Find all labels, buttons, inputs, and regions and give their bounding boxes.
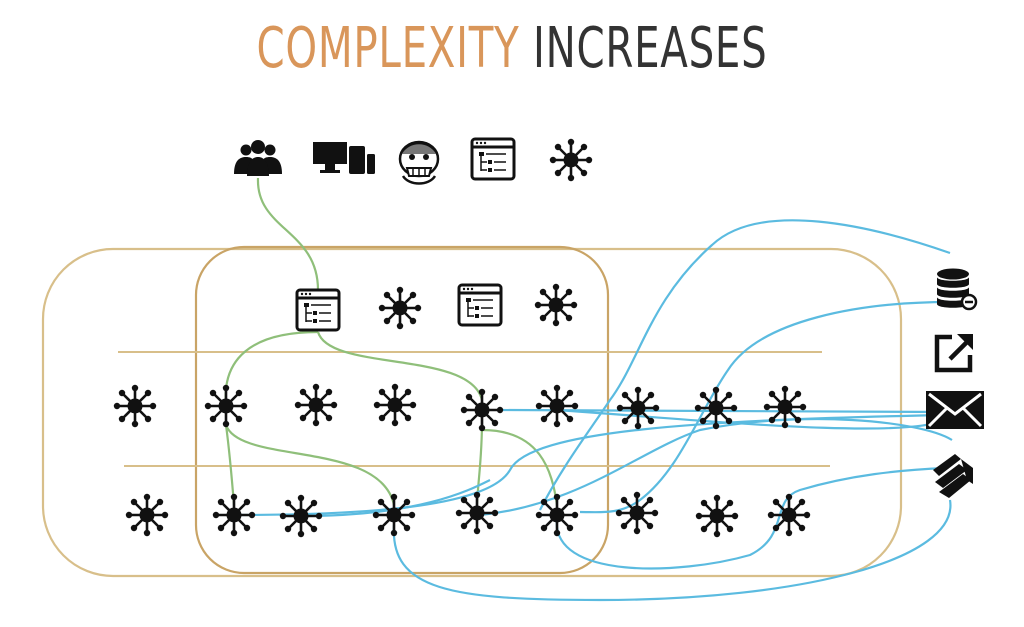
hub-icon: [766, 492, 812, 538]
hub-icon: [614, 490, 660, 536]
hub-icon: [762, 384, 808, 430]
hub-icon: [454, 490, 500, 536]
hub-icon: [124, 492, 170, 538]
app-window-icon: [457, 283, 503, 327]
hub-icon: [694, 493, 740, 539]
page-title: COMPLEXITY INCREASES: [143, 14, 880, 84]
hub-icon: [533, 282, 579, 328]
title-word-increases: INCREASES: [533, 16, 768, 81]
app-window-icon: [295, 288, 341, 332]
hub-icon: [615, 385, 661, 431]
hub-icon: [548, 137, 594, 183]
hub-icon: [203, 383, 249, 429]
external-link-icon: [934, 334, 973, 373]
hub-icon: [534, 383, 580, 429]
users-icon: [234, 140, 282, 176]
hub-icon: [211, 492, 257, 538]
middle-row-hubs: [112, 382, 808, 433]
hub-icon: [293, 382, 339, 428]
green-links: [224, 177, 559, 506]
title-word-complexity: COMPLEXITY: [256, 16, 520, 81]
hub-icon: [534, 492, 580, 538]
bottom-row-hubs: [124, 490, 812, 539]
hub-icon: [112, 383, 158, 429]
hub-icon: [377, 285, 423, 331]
hub-icon: [278, 493, 324, 539]
app-window-icon: [470, 137, 516, 181]
hub-icon: [693, 385, 739, 431]
hub-icon: [371, 492, 417, 538]
hub-icon: [459, 387, 505, 433]
devices-icon: [313, 142, 375, 174]
hub-icon: [372, 382, 418, 428]
monster-icon: [398, 140, 440, 185]
layers-icon: [933, 454, 973, 498]
database-icon: [937, 268, 978, 311]
mail-icon: [926, 391, 984, 429]
blue-links: [233, 219, 953, 602]
